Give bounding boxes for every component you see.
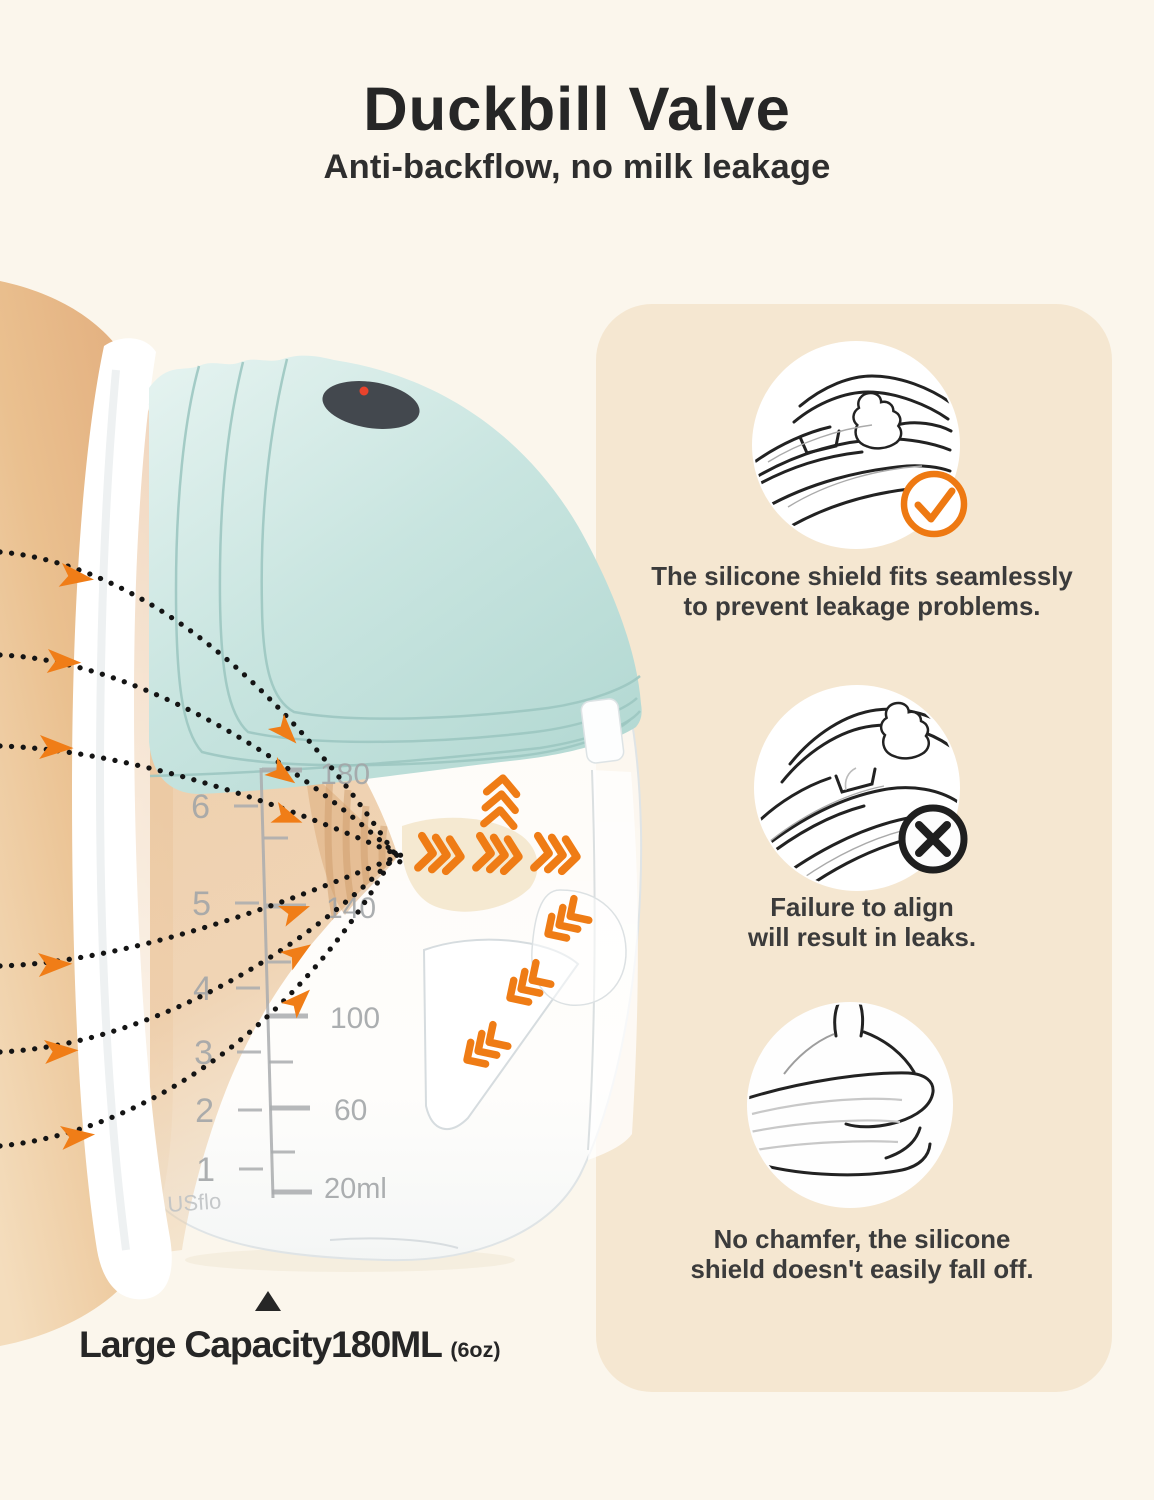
svg-text:1: 1 bbox=[196, 1151, 215, 1189]
svg-text:USflo: USflo bbox=[167, 1188, 222, 1217]
svg-text:5: 5 bbox=[192, 885, 211, 923]
svg-text:3: 3 bbox=[194, 1034, 213, 1072]
svg-text:2: 2 bbox=[195, 1092, 214, 1130]
svg-text:100: 100 bbox=[330, 1002, 380, 1035]
svg-text:6: 6 bbox=[191, 788, 210, 826]
svg-text:20ml: 20ml bbox=[324, 1173, 387, 1205]
svg-text:4: 4 bbox=[193, 970, 212, 1008]
svg-text:60: 60 bbox=[334, 1094, 367, 1127]
